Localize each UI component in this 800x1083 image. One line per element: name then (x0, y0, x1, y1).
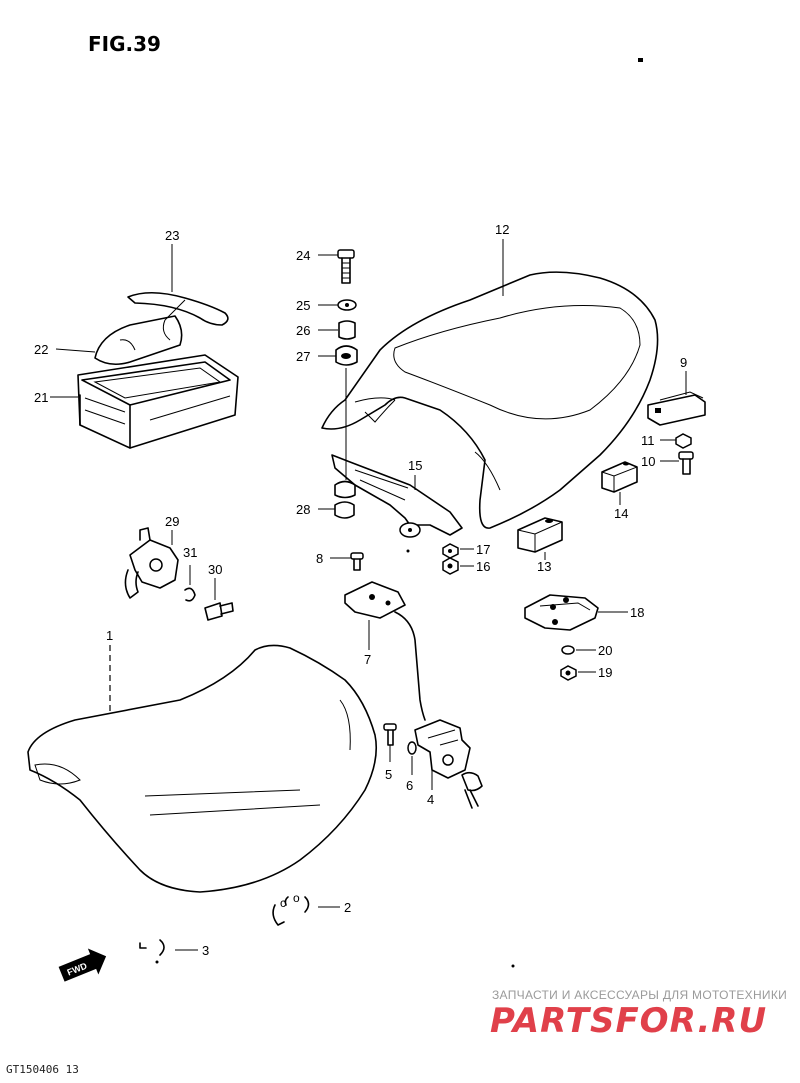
part-19-nut (560, 665, 577, 681)
callout-15: 15 (408, 458, 422, 473)
part-18-bracket (524, 594, 599, 631)
callout-9: 9 (680, 355, 687, 370)
callout-26: 26 (296, 323, 310, 338)
leader-22 (55, 348, 96, 353)
callout-8: 8 (316, 551, 323, 566)
callout-21: 21 (34, 390, 48, 405)
svg-text:c: c (280, 896, 286, 910)
part-31-clip (184, 587, 196, 602)
figure-title: FIG.39 (88, 32, 161, 56)
callout-5: 5 (385, 767, 392, 782)
callout-25: 25 (296, 298, 310, 313)
seat-bracket (331, 454, 463, 553)
figure-code: GT150406 13 (6, 1063, 79, 1076)
callout-7: 7 (364, 652, 371, 667)
watermark-logo: PARTSFOR.RU (490, 1001, 767, 1041)
part-30-bolt (204, 602, 234, 621)
part-20-washer (561, 645, 575, 655)
callout-11: 11 (641, 433, 655, 448)
svg-text:o: o (293, 891, 300, 905)
callout-20: 20 (598, 643, 612, 658)
part-29-helmet-lock (124, 527, 179, 599)
part-6-washer (407, 741, 417, 755)
callout-12: 12 (495, 222, 509, 237)
watermark-tagline: ЗАПЧАСТИ И АКСЕССУАРЫ ДЛЯ МОТОТЕХНИКИ (492, 988, 787, 1002)
callout-14: 14 (614, 506, 628, 521)
callout-4: 4 (427, 792, 434, 807)
part-2-clips: c o (272, 891, 310, 926)
callout-6: 6 (406, 778, 413, 793)
callout-23: 23 (165, 228, 179, 243)
part-28 (334, 501, 355, 519)
fwd-arrow-icon: FWD (58, 948, 107, 982)
callout-1: 1 (106, 628, 113, 643)
nuts-16-17 (442, 543, 459, 575)
speck (511, 964, 515, 968)
part-7-cable (344, 581, 426, 721)
rear-seat-cowl (321, 271, 659, 529)
part-14-block (601, 461, 638, 493)
callout-19: 19 (598, 665, 612, 680)
callout-3: 3 (202, 943, 209, 958)
part-8-screw (350, 552, 364, 571)
callout-27: 27 (296, 349, 310, 364)
callout-17: 17 (476, 542, 490, 557)
part-1-main-seat (27, 644, 378, 893)
speck (638, 58, 643, 62)
bolt-stack (335, 249, 358, 480)
callout-2: 2 (344, 900, 351, 915)
part-3-clip (139, 939, 165, 964)
part-13-block (517, 517, 563, 553)
callout-13: 13 (537, 559, 551, 574)
callout-10: 10 (641, 454, 655, 469)
callout-30: 30 (208, 562, 222, 577)
callout-28: 28 (296, 502, 310, 517)
callout-16: 16 (476, 559, 490, 574)
callout-18: 18 (630, 605, 644, 620)
callout-29: 29 (165, 514, 179, 529)
part-4-seat-lock (414, 719, 483, 809)
part-11-nut (675, 433, 692, 449)
callout-22: 22 (34, 342, 48, 357)
callout-24: 24 (296, 248, 310, 263)
callout-31: 31 (183, 545, 197, 560)
part-10-bolt (678, 451, 694, 475)
part-5-screw (383, 723, 397, 746)
tool-tray-assembly (77, 291, 239, 449)
part-9-hinge (647, 391, 706, 426)
